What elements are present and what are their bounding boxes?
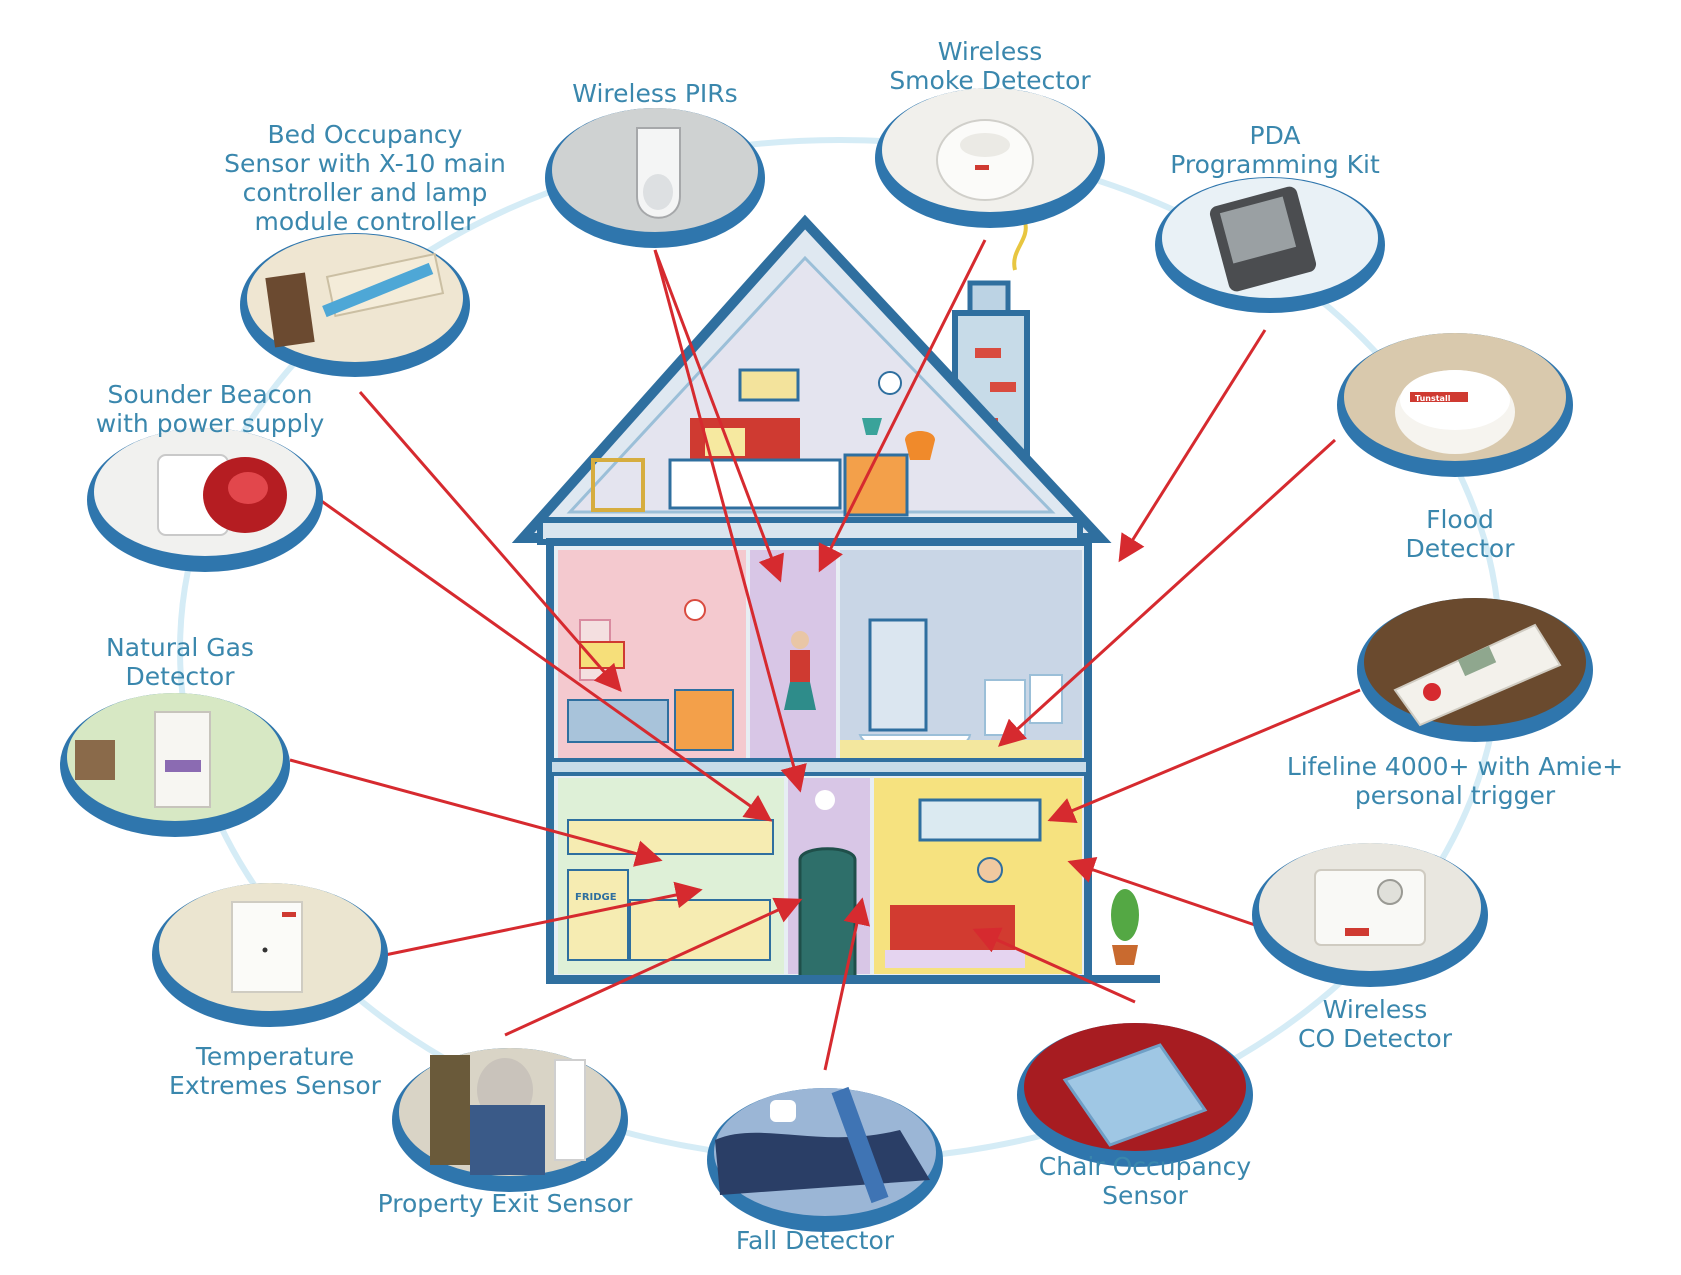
- label-pda: PDA Programming Kit: [1150, 121, 1400, 179]
- label-fall-detector: Fall Detector: [715, 1226, 915, 1255]
- potted-plant: [1111, 889, 1139, 965]
- arrows: [289, 239, 1361, 1071]
- flood-logo: Tunstall: [1415, 394, 1451, 403]
- flood-detector-photo: Tunstall: [1337, 333, 1573, 477]
- label-line: Flood: [1426, 505, 1494, 534]
- label-line: Sensor with X-10 main: [224, 149, 506, 178]
- label-lifeline: Lifeline 4000+ with Amie+ personal trigg…: [1255, 752, 1655, 810]
- arrow-chair: [972, 927, 1136, 1004]
- arrow-gas: [289, 758, 663, 867]
- label-line: Natural Gas: [106, 633, 254, 662]
- arrow-pir-1: [653, 249, 785, 583]
- ground-line: [550, 975, 1160, 983]
- label-line: Temperature: [195, 1042, 355, 1071]
- sounder-beacon-photo: [87, 428, 323, 572]
- label-line: module controller: [254, 207, 476, 236]
- label-line: with power supply: [95, 409, 325, 438]
- arrow-flood: [998, 438, 1337, 747]
- front-door: [798, 847, 857, 982]
- label-line: Sounder Beacon: [107, 380, 313, 409]
- label-temperature-sensor: Temperature Extremes Sensor: [150, 1042, 400, 1100]
- pda-photo: [1155, 177, 1385, 313]
- arrow-sounder: [319, 498, 773, 822]
- label-wireless-pirs: Wireless PIRs: [535, 79, 775, 108]
- co-detector-photo: [1252, 843, 1488, 987]
- label-line: CO Detector: [1297, 1024, 1453, 1053]
- arrow-bed: [358, 391, 622, 693]
- label-line: PDA: [1249, 121, 1301, 150]
- arrow-lifeline: [1047, 688, 1361, 824]
- arrow-co: [1067, 857, 1256, 927]
- label-bed-occupancy: Bed Occupancy Sensor with X-10 main cont…: [205, 120, 525, 236]
- label-line: Chair Occupancy: [1038, 1152, 1252, 1181]
- arrow-fall: [823, 897, 871, 1071]
- attic-bedroom: [591, 368, 935, 517]
- arrow-pda: [1118, 329, 1267, 563]
- middle-floor: [548, 758, 1090, 776]
- label-property-exit: Property Exit Sensor: [365, 1189, 645, 1218]
- pir-sensor-photo: [545, 108, 765, 248]
- temperature-sensor-photo: [152, 883, 388, 1027]
- label-smoke-detector: Wireless Smoke Detector: [865, 37, 1115, 95]
- smoke-detector-photo: [875, 88, 1105, 228]
- label-line: Sensor: [1102, 1181, 1188, 1210]
- fridge-label: FRIDGE: [575, 892, 617, 903]
- label-line: Programming Kit: [1170, 150, 1380, 179]
- label-gas-detector: Natural Gas Detector: [80, 633, 280, 691]
- label-flood-detector: Flood Detector: [1370, 505, 1550, 563]
- label-line: Wireless: [937, 37, 1043, 66]
- label-chair-occupancy: Chair Occupancy Sensor: [1020, 1152, 1270, 1210]
- house-illustration: FRIDGE: [511, 214, 1160, 984]
- label-line: Extremes Sensor: [169, 1071, 381, 1100]
- property-exit-photo: [392, 1048, 628, 1192]
- label-line: Detector: [1405, 534, 1515, 563]
- label-line: Detector: [125, 662, 235, 691]
- label-line: Wireless: [1322, 995, 1428, 1024]
- label-co-detector: Wireless CO Detector: [1275, 995, 1475, 1053]
- gas-detector-photo: [60, 693, 290, 837]
- arrow-temp: [384, 881, 703, 957]
- label-line: Wireless PIRs: [572, 79, 738, 108]
- label-line: Smoke Detector: [889, 66, 1091, 95]
- arrow-smoke: [818, 239, 987, 573]
- label-line: personal trigger: [1354, 781, 1556, 810]
- person-figure: [784, 631, 816, 710]
- label-line: Bed Occupancy: [267, 120, 463, 149]
- device-bubbles: Tunstall: [60, 88, 1593, 1232]
- label-line: controller and lamp: [242, 178, 488, 207]
- label-line: Property Exit Sensor: [377, 1189, 633, 1218]
- chair-occupancy-photo: [1017, 1023, 1253, 1167]
- fall-detector-photo: [707, 1086, 943, 1232]
- label-line: Fall Detector: [735, 1226, 895, 1255]
- arrow-pir-2: [653, 249, 807, 793]
- lifeline-unit-photo: [1357, 598, 1593, 742]
- label-sounder-beacon: Sounder Beacon with power supply: [65, 380, 355, 438]
- bed-occupancy-photo: [240, 233, 470, 377]
- label-line: Lifeline 4000+ with Amie+: [1286, 752, 1624, 781]
- arrow-exit: [504, 897, 803, 1037]
